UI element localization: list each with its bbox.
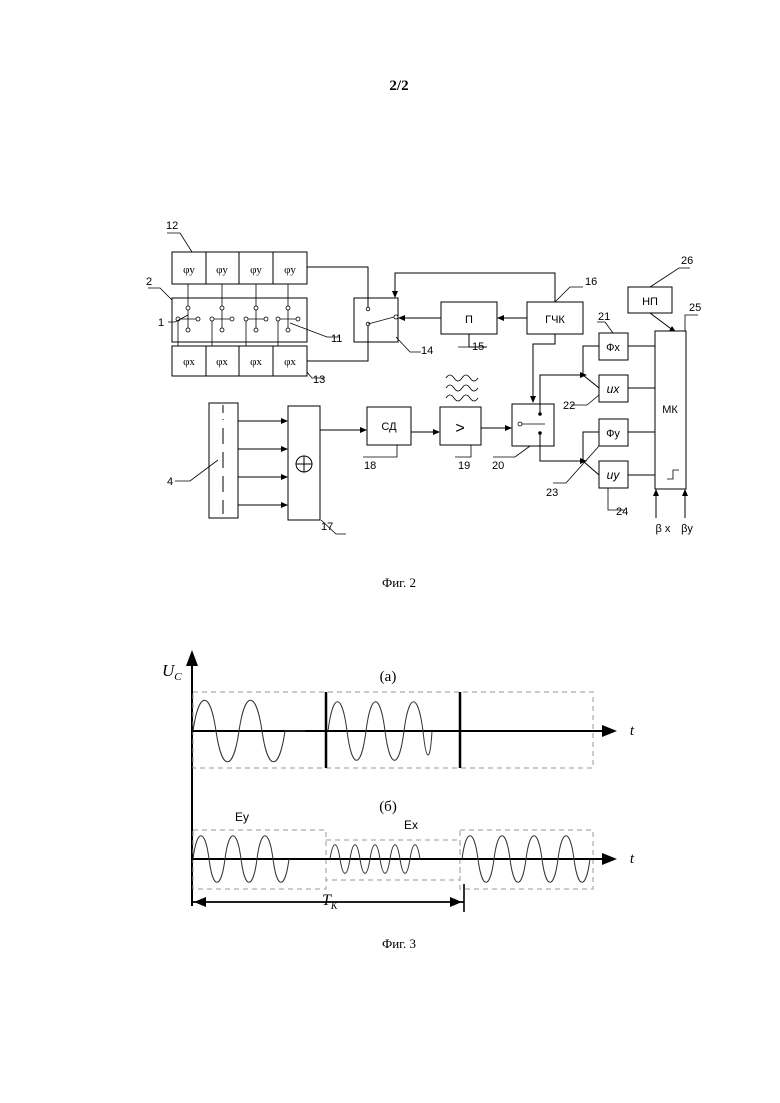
plot-a-label: (а): [380, 669, 397, 685]
ref-23: 23: [546, 487, 558, 499]
ref-21: 21: [598, 311, 610, 323]
fig3-signal-plots: UC (а) t (б) Ey Ex t TK: [162, 650, 635, 912]
phi-y-cell-4: φy: [284, 264, 296, 276]
ref-11: 11: [331, 333, 342, 345]
t-axis-label-b: t: [630, 851, 635, 867]
ref-2: 2: [146, 276, 152, 288]
block-np-label: НП: [642, 296, 658, 308]
ey-label: Ey: [235, 810, 249, 824]
t-axis-label-a: t: [630, 723, 635, 739]
beta-x-label: β x: [656, 523, 671, 535]
ref-20: 20: [492, 460, 504, 472]
ref-14: 14: [421, 345, 433, 357]
block-fy-label: Фy: [606, 428, 620, 440]
block-mk-label: МК: [662, 404, 678, 416]
phi-x-cell-4: φx: [284, 356, 296, 368]
switch-14: [307, 267, 398, 361]
fig3-caption: Фиг. 3: [382, 936, 416, 951]
ref-26: 26: [681, 255, 693, 267]
ref-25: 25: [689, 302, 701, 314]
ref-1: 1: [158, 317, 164, 329]
fig2-block-diagram: φy φy φy φy: [146, 220, 701, 535]
y-axis-label: UC: [162, 661, 182, 683]
block-ux-label: иx: [607, 382, 621, 396]
block-uy-label: иy: [607, 468, 621, 482]
phi-y-cell-1: φy: [183, 264, 195, 276]
phi-x-cell-2: φx: [216, 356, 228, 368]
page-number: 2/2: [389, 78, 408, 94]
phi-x-row: φx φx φx φx: [172, 346, 307, 376]
ref-13: 13: [313, 374, 325, 386]
ref-17: 17: [321, 521, 333, 533]
phi-y-cell-2: φy: [216, 264, 228, 276]
phi-y-cell-3: φy: [250, 264, 262, 276]
ref-22: 22: [563, 400, 575, 412]
block-gchk-label: ГЧК: [545, 314, 565, 326]
block-sd-label: СД: [381, 421, 397, 433]
plot-b-label: (б): [379, 799, 397, 815]
t-axis-arrow-b: [602, 853, 617, 865]
ref-16: 16: [585, 276, 597, 288]
ref-24: 24: [616, 506, 628, 518]
ref-18: 18: [364, 460, 376, 472]
t-axis-arrow-a: [602, 725, 617, 737]
ref-19: 19: [458, 460, 470, 472]
fig2-caption: Фиг. 2: [382, 575, 416, 590]
phi-x-cell-3: φx: [250, 356, 262, 368]
signal-source-4: [209, 403, 288, 518]
noise-wave-icon: [446, 375, 478, 401]
ref-4: 4: [167, 476, 173, 488]
block-p-label: П: [465, 314, 473, 326]
y-axis-arrow: [186, 650, 198, 666]
tk-label: TK: [322, 892, 339, 912]
antenna-array: [172, 284, 307, 346]
phi-y-row: φy φy φy φy: [172, 252, 307, 284]
ex-label: Ex: [404, 818, 418, 832]
ref-12: 12: [166, 220, 178, 232]
ref-15: 15: [472, 341, 484, 353]
block-amplifier-label: >: [455, 420, 464, 437]
phi-x-cell-1: φx: [183, 356, 195, 368]
beta-y-label: βy: [681, 523, 693, 535]
block-fx-label: Фx: [606, 342, 620, 354]
